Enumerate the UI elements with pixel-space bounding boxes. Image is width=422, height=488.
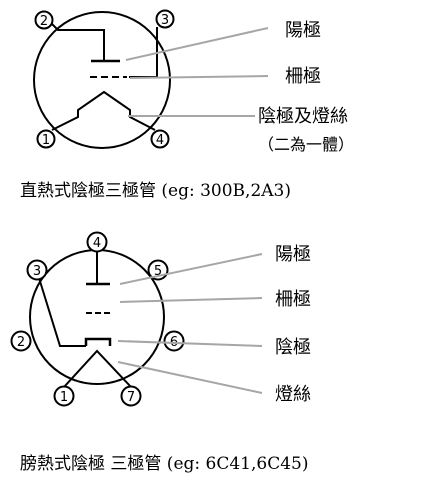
svg-text:5: 5 — [154, 264, 162, 279]
label-note-1: （二為一體） — [258, 135, 354, 154]
svg-text:7: 7 — [127, 390, 135, 405]
tube-envelope-1 — [33, 11, 171, 149]
pin-2: 2 — [10, 330, 32, 352]
svg-text:4: 4 — [156, 133, 164, 148]
label-cathode-heater-1: 陰極及燈絲 — [258, 106, 348, 127]
indirectly-heated-triode-diagram: 1 2 3 4 5 6 7 陽極 — [10, 231, 311, 474]
cathode-lead-2 — [38, 277, 86, 347]
pin-6: 6 — [163, 330, 185, 352]
label-anode-1: 陽極 — [285, 20, 321, 41]
svg-text:2: 2 — [17, 335, 25, 350]
pin-7: 7 — [120, 385, 142, 407]
heater-2 — [63, 349, 132, 388]
label-grid-1: 柵極 — [285, 66, 321, 87]
pin-3: 3 — [26, 259, 48, 281]
filament-1 — [51, 90, 156, 131]
directly-heated-triode-diagram: 1 2 3 4 陽極 柵極 陰極及燈絲 （二為一體） 直熱式陰極三極管 (eg:… — [20, 9, 354, 201]
leader-anode-2 — [119, 253, 263, 285]
caption-1: 直熱式陰極三極管 (eg: 300B,2A3) — [20, 181, 291, 201]
svg-text:1: 1 — [60, 390, 68, 405]
anode-lead-1 — [51, 23, 105, 61]
pin-4: 4 — [150, 129, 170, 149]
leader-anode-1 — [125, 27, 269, 61]
cathode-2 — [84, 337, 112, 346]
label-anode-2: 陽極 — [275, 244, 311, 265]
pin-1: 1 — [53, 385, 75, 407]
label-cathode-2: 陰極 — [275, 337, 311, 358]
leader-grid-2 — [119, 297, 263, 303]
svg-text:2: 2 — [40, 14, 48, 29]
caption-2: 膀熱式陰極 三極管 (eg: 6C41,6C45) — [20, 454, 308, 474]
pin-1: 1 — [36, 129, 56, 149]
svg-text:1: 1 — [42, 133, 50, 148]
pin-4: 4 — [86, 231, 108, 253]
svg-text:3: 3 — [161, 13, 169, 28]
label-grid-2: 柵極 — [275, 289, 311, 310]
svg-text:3: 3 — [33, 264, 41, 279]
svg-text:4: 4 — [93, 236, 101, 251]
label-heater-2: 燈絲 — [275, 384, 311, 405]
leader-cathode-2 — [117, 340, 263, 347]
leader-grid-1 — [129, 75, 269, 79]
pin-2: 2 — [34, 10, 54, 30]
leader-heater-2 — [117, 361, 263, 394]
pin-3: 3 — [155, 9, 175, 29]
